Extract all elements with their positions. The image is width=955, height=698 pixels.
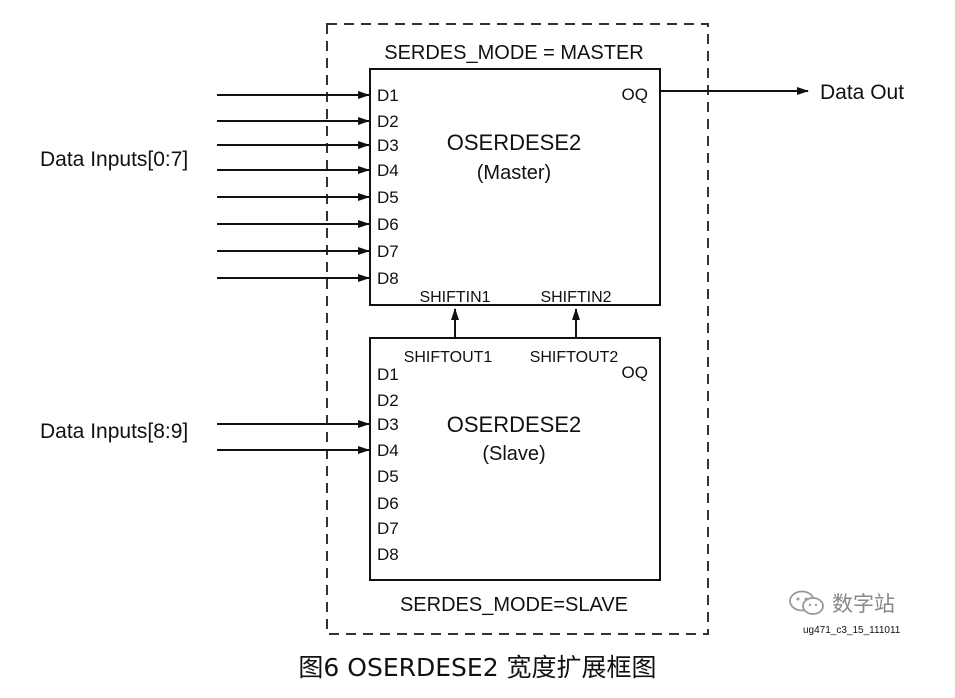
master-role: (Master) (477, 162, 551, 184)
master-port-label: D8 (377, 269, 399, 288)
wechat-icon (789, 590, 824, 615)
data-out-label: Data Out (820, 81, 904, 104)
slave-title: OSERDESE2 (447, 412, 582, 437)
master-port-label: D7 (377, 242, 399, 261)
shiftout1-label: SHIFTOUT1 (404, 349, 493, 366)
master-port-labels: D1 D2 D3 D4 D5 D6 D7 D8 (377, 86, 399, 288)
shiftin1-label: SHIFTIN1 (419, 289, 490, 306)
inputs-slave-label: Data Inputs[8:9] (40, 420, 188, 443)
slave-port-label: D4 (377, 441, 399, 460)
slave-port-labels: D1 D2 D3 D4 D5 D6 D7 D8 (377, 365, 399, 564)
figure-caption: 图6 OSERDESE2 宽度扩展框图 (298, 653, 657, 682)
slave-role: (Slave) (482, 443, 545, 465)
master-port-label: D5 (377, 188, 399, 207)
master-port-label: D1 (377, 86, 399, 105)
shiftin2-label: SHIFTIN2 (540, 289, 611, 306)
slave-oq-label: OQ (622, 363, 648, 382)
figure-id: ug471_c3_15_111011 (803, 625, 901, 636)
master-mode-label: SERDES_MODE = MASTER (384, 42, 644, 64)
master-port-label: D3 (377, 136, 399, 155)
master-input-arrows (217, 91, 370, 282)
shiftout2-label: SHIFTOUT2 (530, 349, 619, 366)
watermark-text: 数字站 (832, 592, 895, 616)
master-port-label: D2 (377, 112, 399, 131)
slave-block (369, 337, 661, 581)
master-block (369, 68, 661, 306)
master-title: OSERDESE2 (447, 130, 582, 155)
inputs-master-label: Data Inputs[0:7] (40, 148, 188, 171)
slave-port-label: D7 (377, 519, 399, 538)
slave-input-arrows (217, 420, 370, 454)
slave-port-label: D2 (377, 391, 399, 410)
slave-port-label: D8 (377, 545, 399, 564)
master-port-label: D6 (377, 215, 399, 234)
slave-port-label: D5 (377, 467, 399, 486)
slave-port-label: D1 (377, 365, 399, 384)
watermark: 数字站 (788, 588, 895, 618)
master-port-label: D4 (377, 161, 399, 180)
slave-port-label: D3 (377, 415, 399, 434)
slave-mode-label: SERDES_MODE=SLAVE (400, 594, 628, 616)
master-oq-label: OQ (622, 85, 648, 104)
dashed-boundary (326, 23, 709, 635)
slave-port-label: D6 (377, 494, 399, 513)
